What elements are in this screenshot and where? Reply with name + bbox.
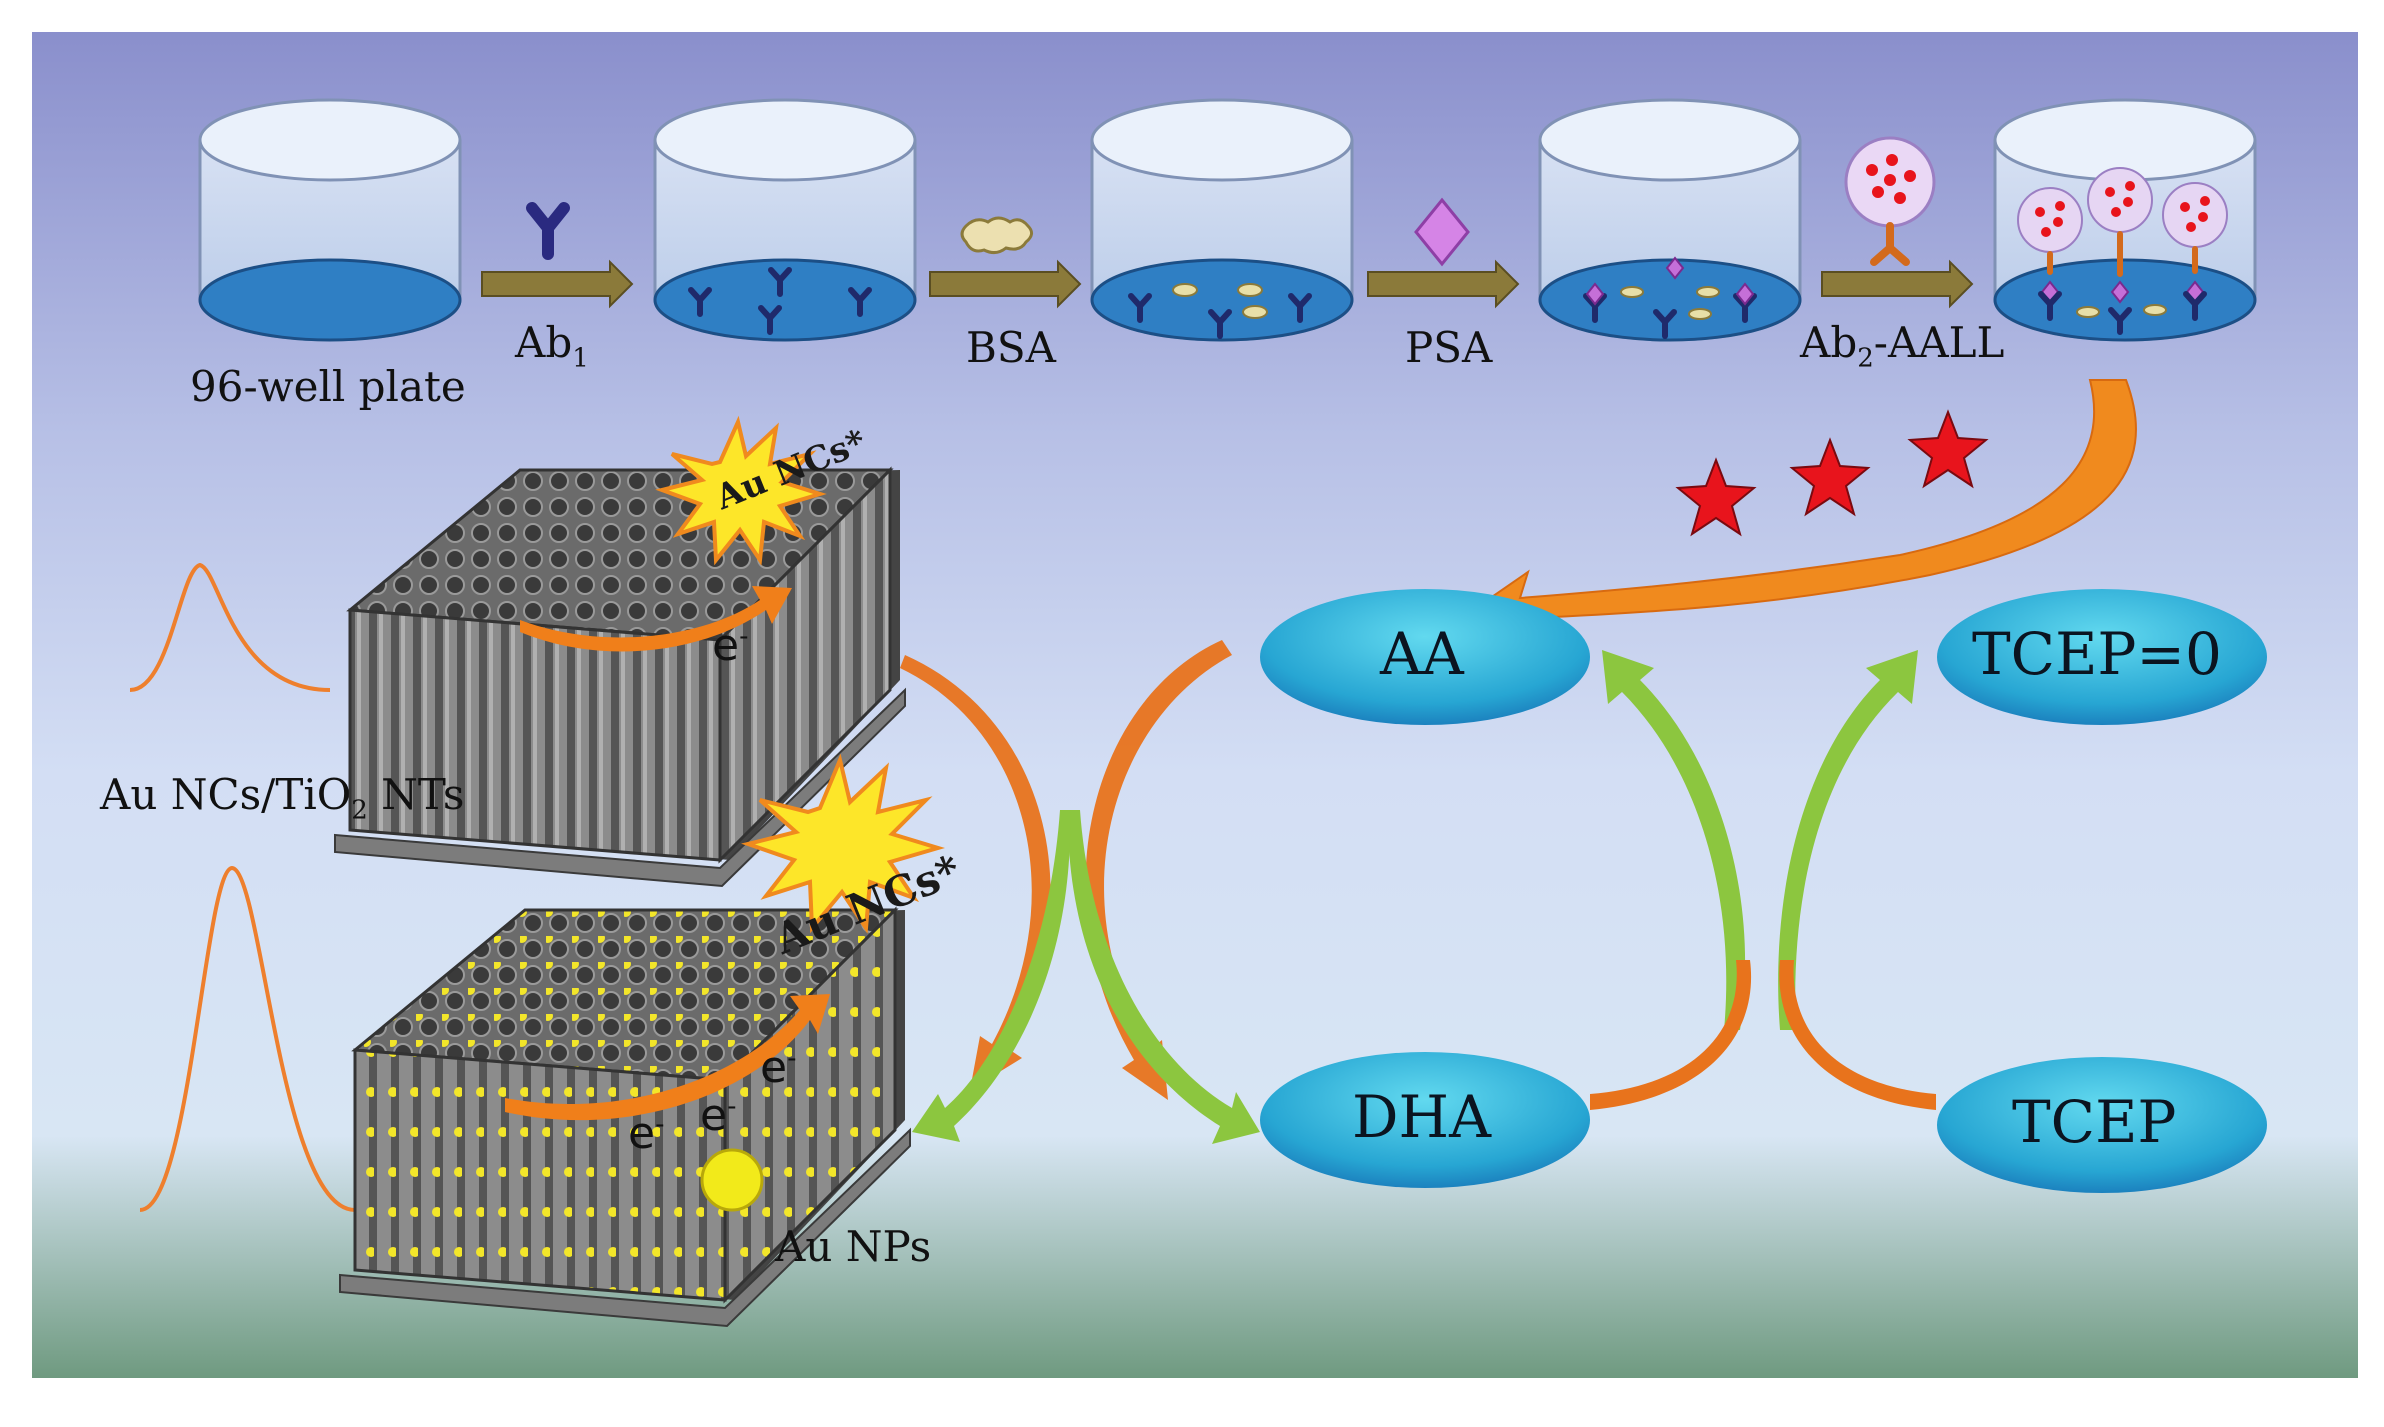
step-label-psa: PSA	[1405, 323, 1493, 372]
tcep-label: TCEP	[2012, 1088, 2177, 1156]
green-arc-to-dha	[1067, 810, 1260, 1144]
electron-transfer-arrow-bottom	[505, 994, 830, 1121]
released-signal-stars	[1675, 409, 1989, 537]
well-4-psa	[1538, 98, 1802, 342]
psa-antigen-icon	[1414, 197, 1470, 267]
au-nps-label: Au NPs	[775, 1222, 932, 1271]
step-arrows	[481, 259, 1974, 309]
tcep-oxidized-label: TCEP=0	[1972, 620, 2222, 688]
orange-arc-dha-to-aa	[1590, 960, 1752, 1110]
electron-bottom-label-3: e-	[760, 1042, 797, 1093]
electron-bottom-label-1: e-	[628, 1108, 665, 1159]
orange-arc-aa-to-dha	[1085, 640, 1232, 1100]
aa-node	[1260, 589, 1590, 725]
green-arc-dha-to-aa	[1602, 650, 1746, 1030]
step-label-ab1: Ab1	[515, 318, 589, 374]
green-arc-to-electrode	[912, 810, 1071, 1142]
strong-signal-curve	[139, 865, 356, 1212]
electron-top-label: e-	[712, 620, 749, 671]
bsa-protein-icon	[960, 216, 1033, 255]
au-ncs-burst-top-icon	[655, 415, 827, 566]
au-nps-electrode	[339, 906, 911, 1328]
step-label-ab2-aall: Ab2-AALL	[1800, 318, 2005, 374]
plate-label: 96-well plate	[190, 362, 466, 411]
electron-bottom-label-2: e-	[700, 1090, 737, 1141]
orange-arc-to-bottom-electrode	[900, 655, 1051, 1090]
well-1-empty	[198, 98, 462, 342]
orange-arc-tcep	[1779, 960, 1936, 1110]
electrode-top-label: Au NCs/TiO2 NTs	[100, 770, 465, 826]
well-2-ab1	[653, 98, 917, 342]
well-5-ab2-aall	[1993, 98, 2257, 342]
well-3-bsa	[1090, 98, 1354, 342]
tcep-oxidized-node	[1937, 589, 2267, 725]
ab1-antibody-icon	[526, 202, 570, 260]
ab2-aall-conjugate-icon	[1844, 136, 1936, 266]
electron-transfer-arrow-top	[520, 586, 792, 652]
tcep-node	[1937, 1057, 2267, 1193]
dha-node	[1260, 1052, 1590, 1188]
au-ncs-burst-bottom-icon	[741, 753, 946, 934]
au-nanoparticle-icon	[700, 1148, 764, 1212]
step-label-bsa: BSA	[966, 323, 1056, 372]
dha-label: DHA	[1352, 1083, 1491, 1151]
weak-signal-curve	[129, 562, 331, 692]
aa-label: AA	[1380, 620, 1464, 688]
